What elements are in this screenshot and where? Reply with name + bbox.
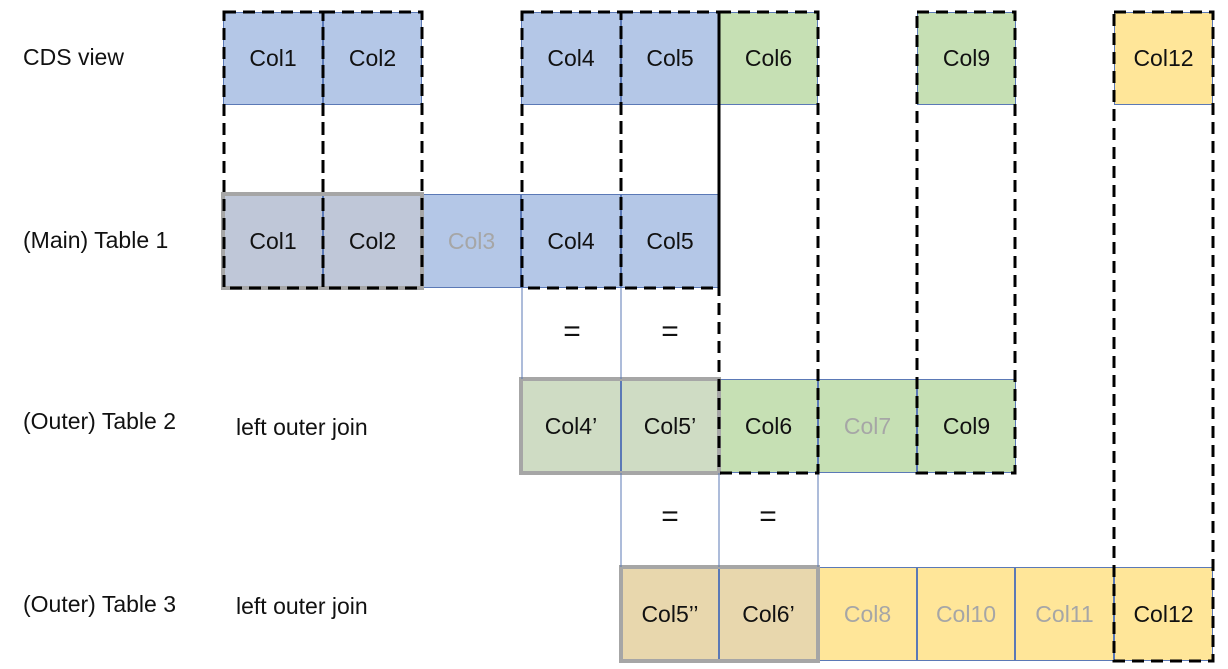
row-label-table2: (Outer) Table 2 <box>23 408 176 434</box>
join-equals-col4: = <box>563 315 581 348</box>
t1-cell-col3: Col3 <box>422 194 521 288</box>
cds-cell-col9: Col9 <box>917 12 1016 105</box>
cds-cell-col4: Col4 <box>521 12 621 105</box>
row-label-table1: (Main) Table 1 <box>23 227 169 253</box>
t2-cell-col9: Col9 <box>917 379 1016 473</box>
cds-cell-col12: Col12 <box>1114 12 1213 105</box>
cds-cell-col2: Col2 <box>323 12 422 105</box>
t3-cell-col10: Col10 <box>917 567 1015 661</box>
t3-cell-col11: Col11 <box>1015 567 1114 661</box>
row-label-cds-view: CDS view <box>23 44 124 70</box>
t2-cell-col6: Col6 <box>719 379 818 473</box>
cds-cell-col6: Col6 <box>719 12 818 105</box>
t2-cell-col4-prime: Col4’ <box>521 379 621 473</box>
t3-cell-col12: Col12 <box>1114 567 1213 661</box>
join-label-table2: left outer join <box>236 414 368 440</box>
t2-cell-col7: Col7 <box>818 379 917 473</box>
t2-cell-col5-prime: Col5’ <box>621 379 719 473</box>
t3-cell-col5-double-prime: Col5’’ <box>621 567 719 661</box>
join-equals-col5: = <box>661 315 679 348</box>
t1-cell-col5: Col5 <box>621 194 719 288</box>
join-label-table3: left outer join <box>236 593 368 619</box>
t1-cell-col2: Col2 <box>323 194 422 288</box>
t3-cell-col6-prime: Col6’ <box>719 567 818 661</box>
cds-cell-col5: Col5 <box>621 12 719 105</box>
dashed-projection-boxes <box>222 10 1215 663</box>
cds-cell-col1: Col1 <box>223 12 323 105</box>
t1-cell-col4: Col4 <box>521 194 621 288</box>
row-label-table3: (Outer) Table 3 <box>23 591 176 617</box>
t3-cell-col8: Col8 <box>818 567 917 661</box>
join-equals-col5-t3: = <box>661 500 679 533</box>
join-equals-col6-t3: = <box>759 500 777 533</box>
projection-box-col12 <box>1112 10 1215 663</box>
t1-cell-col1: Col1 <box>223 194 323 288</box>
